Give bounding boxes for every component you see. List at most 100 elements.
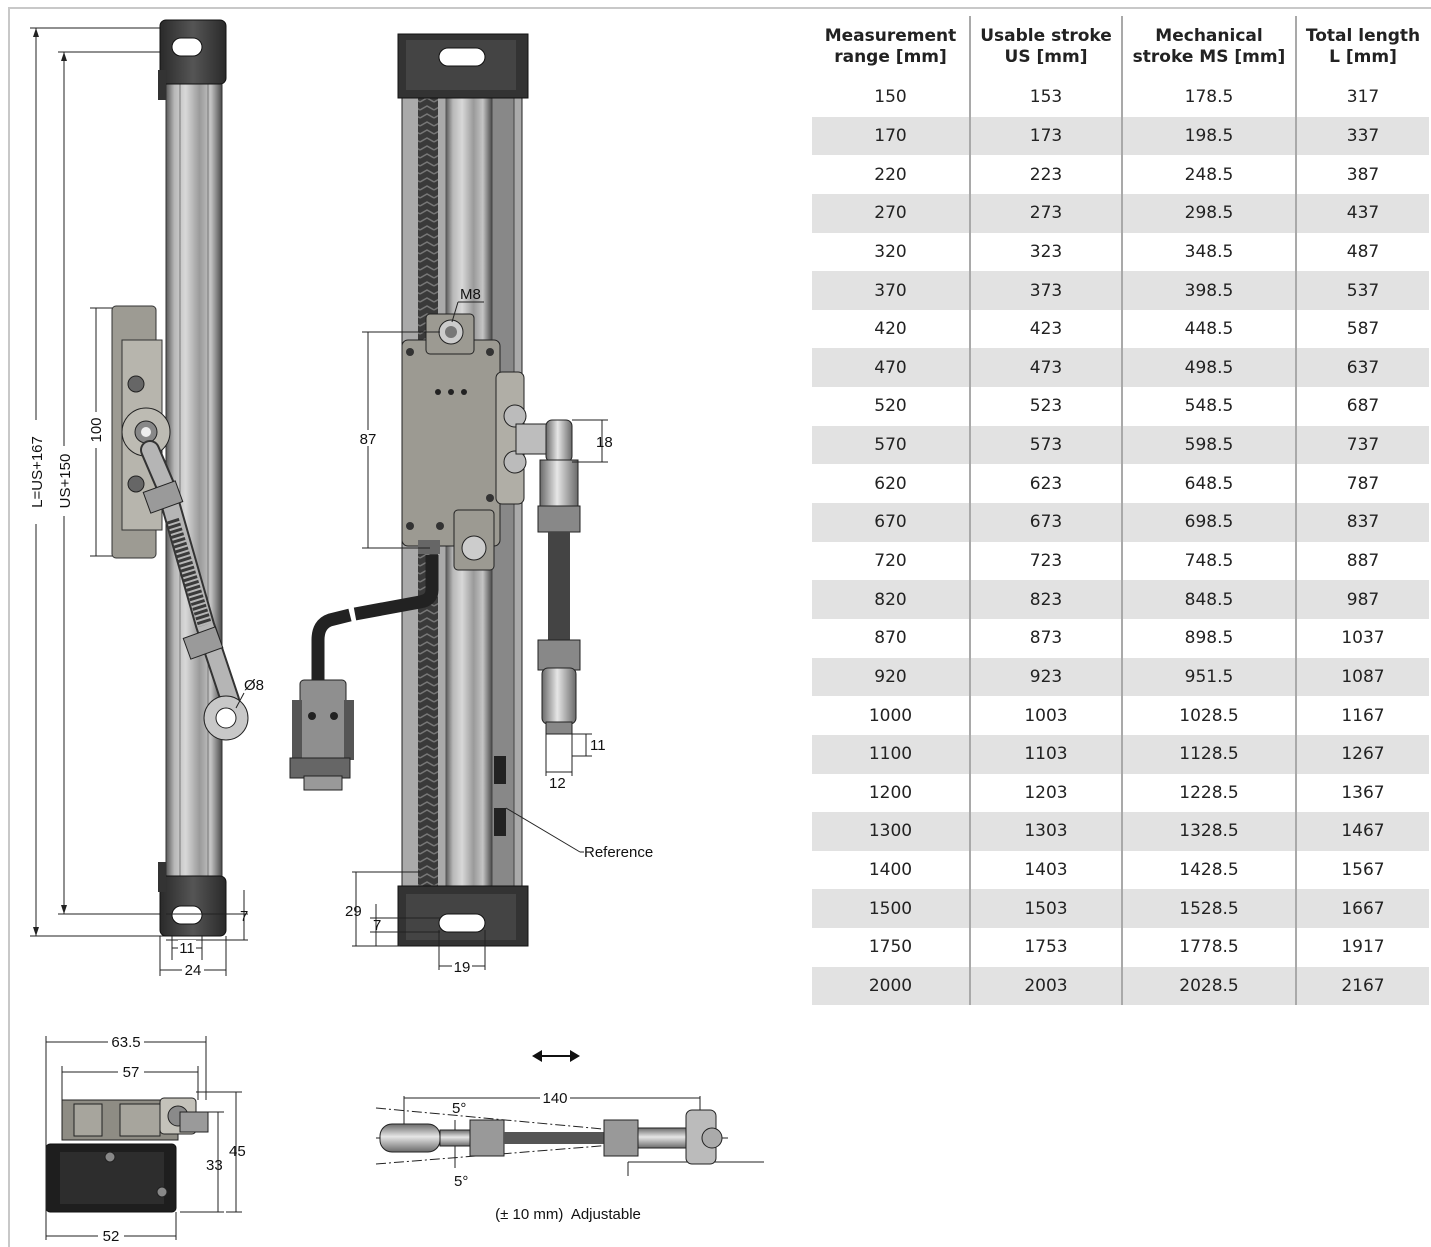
header-line: Measurement	[824, 26, 957, 46]
table-cell: 220	[874, 164, 907, 185]
table-cell: 1367	[1295, 773, 1429, 813]
table-cell: 748.5	[1121, 541, 1296, 581]
front-end-cap-top	[397, 33, 529, 99]
label-rod-end-width: 11	[590, 737, 606, 754]
table-cell: 150	[874, 87, 907, 108]
table-cell: 587	[1295, 309, 1429, 349]
label-cap-height: 29	[345, 903, 362, 920]
header-line: range [mm]	[834, 47, 947, 67]
table-cell: 820	[812, 580, 970, 619]
label-base-width: 52	[103, 1228, 120, 1245]
cross-section-view: 63.5 57 52 33 45	[45, 1034, 246, 1245]
table-cell: 920	[812, 657, 970, 697]
table-cell: 837	[1295, 503, 1429, 542]
table-cell: 723	[969, 541, 1122, 581]
double-arrow-icon	[532, 1050, 580, 1062]
table-cell: 1328.5	[1121, 812, 1296, 851]
table-cell: 1528.5	[1121, 889, 1296, 929]
header-line: US [mm]	[1004, 47, 1088, 67]
table-cell: 1103	[969, 734, 1122, 774]
label-carriage-height: 100	[88, 417, 105, 442]
table-cell: 387	[1295, 155, 1429, 194]
dim-rod-end	[545, 730, 592, 776]
label-end-cap-offset: 7	[240, 908, 248, 925]
table-cell: 323	[969, 232, 1122, 272]
front-connecting-rod	[537, 419, 581, 735]
table-cell: 337	[1295, 116, 1429, 156]
table-cell: 498.5	[1121, 348, 1296, 388]
table-cell: 570	[812, 425, 970, 465]
table-cell: 698.5	[1121, 503, 1296, 542]
label-overall-height: 45	[229, 1143, 246, 1160]
table-cell: 1500	[812, 889, 970, 929]
table-cell: 873	[969, 618, 1122, 658]
table-cell: 870	[874, 628, 907, 649]
table-cell: 923	[969, 657, 1122, 697]
label-angle-bottom: 5°	[454, 1173, 468, 1190]
side-view: L=US+167 US+150 100	[29, 19, 264, 979]
label-body-width: 24	[185, 962, 202, 979]
table-cell: 737	[1295, 425, 1429, 465]
table-cell: 548.5	[1121, 387, 1296, 426]
label-reference: Reference	[584, 844, 653, 861]
dim-cap	[352, 871, 486, 970]
table-cell: 670	[812, 503, 970, 542]
label-top-width: 57	[123, 1064, 140, 1081]
frame-border-left	[8, 7, 10, 1247]
table-cell: 1400	[868, 860, 913, 881]
side-connecting-rod	[140, 440, 249, 741]
table-cell: 373	[969, 271, 1122, 310]
label-thread: M8	[460, 286, 481, 303]
label-slot-length: 19	[454, 959, 471, 976]
table-cell: 1203	[969, 773, 1122, 813]
table-cell: 1467	[1295, 812, 1429, 851]
label-stroke-length: US+150	[57, 454, 74, 509]
table-cell: 1567	[1295, 850, 1429, 890]
table-cell: 448.5	[1121, 309, 1296, 349]
table-cell: 1267	[1295, 734, 1429, 774]
table-cell: 673	[969, 503, 1122, 542]
table-cell: 523	[969, 387, 1122, 426]
header-line: L [mm]	[1329, 47, 1397, 67]
table-cell: 317	[1295, 78, 1429, 117]
table-cell: 898.5	[1121, 618, 1296, 658]
table-cell: 823	[969, 580, 1122, 619]
technical-drawing: L=US+167 US+150 100	[29, 19, 764, 1245]
table-cell: 1503	[969, 889, 1122, 929]
front-view: Reference M8 87 18 11 12	[289, 33, 653, 976]
label-overall-width: 63.5	[111, 1034, 140, 1051]
front-carriage	[401, 313, 553, 571]
table-cell: 1667	[1295, 889, 1429, 929]
label-angle-top: 5°	[452, 1100, 466, 1117]
header-line: stroke MS [mm]	[1132, 47, 1286, 67]
table-cell: 1917	[1295, 928, 1429, 967]
table-cell: 1000	[868, 705, 913, 726]
front-connector	[289, 679, 354, 791]
table-cell: 1028.5	[1121, 696, 1296, 735]
table-cell: 848.5	[1121, 580, 1296, 619]
table-cell: 1778.5	[1121, 928, 1296, 967]
table-cell: 987	[1295, 580, 1429, 619]
table-cell: 537	[1295, 271, 1429, 310]
table-cell: 248.5	[1121, 155, 1296, 194]
header-line: Mechanical	[1155, 26, 1263, 46]
label-rod-end-bore: Ø8	[244, 677, 264, 694]
table-cell: 887	[1295, 541, 1429, 581]
table-cell: 1428.5	[1121, 850, 1296, 890]
table-cell: 1167	[1295, 696, 1429, 735]
table-cell: 1100	[812, 734, 970, 774]
